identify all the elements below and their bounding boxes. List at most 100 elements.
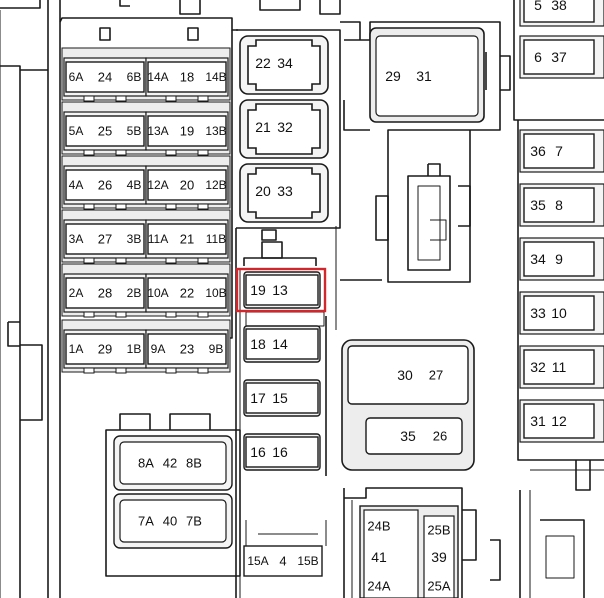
- fuse-number-a: 5: [534, 0, 542, 13]
- fuse-body: [65, 223, 145, 255]
- fuse-number-b: 13: [272, 282, 288, 298]
- fuse-label-left: 12A: [147, 178, 168, 192]
- mini-fuse-body: [245, 328, 319, 360]
- fuse-number: 23: [180, 342, 194, 357]
- relay-label-top: 25B: [427, 523, 450, 538]
- fuse-number: 25: [98, 124, 112, 139]
- relay-number-b: 26: [433, 429, 447, 444]
- fuse-number-a: 18: [250, 336, 266, 352]
- fuse-label-right: 6B: [127, 70, 142, 84]
- relay-body: [119, 499, 227, 543]
- fuse-number-b: 14: [272, 336, 288, 352]
- relay-number-a: 30: [397, 367, 413, 383]
- fuse-label-right: 1B: [127, 342, 142, 356]
- fuse-leg: [165, 367, 177, 374]
- fuse-body: [247, 103, 321, 155]
- relay-label-bottom: 24A: [367, 579, 390, 594]
- fuse-body: [523, 39, 595, 75]
- fuse-number-a: 19: [250, 282, 266, 298]
- fuse-body: [147, 333, 227, 365]
- fuse-body: [523, 295, 595, 331]
- fuse-body: [147, 169, 227, 201]
- fuse-body: [243, 545, 323, 577]
- mini-fuse-body: [245, 382, 319, 414]
- fuse-number: 28: [98, 286, 112, 301]
- relay-label-right: 8B: [186, 456, 202, 471]
- fuse-number-a: 22: [255, 55, 271, 71]
- fuse-number-a: 16: [250, 444, 266, 460]
- fuse-leg: [165, 257, 177, 264]
- fuse-label-left: 6A: [69, 70, 84, 84]
- fuse-label-left: 1A: [69, 342, 84, 356]
- fuse-number-b: 33: [277, 183, 293, 199]
- fuse-body: [65, 169, 145, 201]
- fuse-label-left: 2A: [69, 286, 84, 300]
- fuse-number-b: 8: [555, 197, 563, 213]
- fuse-number-b: 32: [277, 119, 293, 135]
- fuse-label-left: 5A: [69, 124, 84, 138]
- fuse-body: [523, 241, 595, 277]
- relay-label-right: 7B: [186, 514, 202, 529]
- fuse-label-right: 14B: [205, 70, 226, 84]
- fuse-number-a: 33: [530, 305, 546, 321]
- fuse-number-a: 31: [530, 413, 546, 429]
- fuse-label-left: 13A: [147, 124, 168, 138]
- fuse-label-right: 12B: [205, 178, 226, 192]
- relay-label-left: 7A: [138, 514, 154, 529]
- mini-fuse-body: [245, 274, 319, 306]
- fuse-label-right: 13B: [205, 124, 226, 138]
- fuse-number-b: 15: [272, 390, 288, 406]
- fuse-number-a: 34: [530, 251, 546, 267]
- fuse-label-right: 3B: [127, 232, 142, 246]
- relay-body: [363, 509, 419, 598]
- fuse-leg: [197, 149, 209, 156]
- relay-number: 40: [163, 514, 177, 529]
- fuse-body: [65, 277, 145, 309]
- fuse-body: [523, 0, 595, 23]
- mini-fuse-body: [245, 436, 319, 468]
- fuse-number: 24: [98, 70, 112, 85]
- relay-number: 41: [371, 549, 387, 565]
- fuse-label-right: 9B: [209, 342, 224, 356]
- fuse-leg: [165, 311, 177, 318]
- fuse-label-left: 4A: [69, 178, 84, 192]
- fuse-label-left: 15A: [247, 554, 268, 568]
- fuse-number-b: 16: [272, 444, 288, 460]
- fuse-number: 29: [98, 342, 112, 357]
- relay-number-a: 35: [400, 428, 416, 444]
- fuse-leg: [115, 311, 127, 318]
- fuse-label-left: 9A: [151, 342, 166, 356]
- fuse-body: [523, 349, 595, 385]
- fuse-leg: [115, 367, 127, 374]
- fuse-leg: [83, 149, 95, 156]
- fuse-number-a: 20: [255, 183, 271, 199]
- highlight-box: [235, 267, 327, 313]
- fuse-body: [247, 39, 321, 91]
- fuse-number: 21: [180, 232, 194, 247]
- relay-body: [375, 35, 479, 117]
- fuse-number-a: 36: [530, 143, 546, 159]
- fuse-body: [65, 115, 145, 147]
- relay-body: [347, 345, 469, 405]
- fuse-label-left: 11A: [148, 232, 168, 246]
- fuse-body: [523, 403, 595, 439]
- fuse-number: 18: [180, 70, 194, 85]
- fuse-leg: [83, 367, 95, 374]
- fuse-number-b: 11: [552, 359, 567, 375]
- fuse-leg: [83, 203, 95, 210]
- relay-label-bottom: 25A: [427, 579, 450, 594]
- fuse-label-left: 10A: [147, 286, 168, 300]
- relay-number-b: 27: [429, 368, 443, 383]
- fuse-label-right: 11B: [206, 232, 226, 246]
- fuse-leg: [197, 367, 209, 374]
- fuse-number: 20: [180, 178, 194, 193]
- fuse-label-left: 14A: [147, 70, 168, 84]
- fuse-body: [523, 187, 595, 223]
- fuse-number-a: 21: [255, 119, 271, 135]
